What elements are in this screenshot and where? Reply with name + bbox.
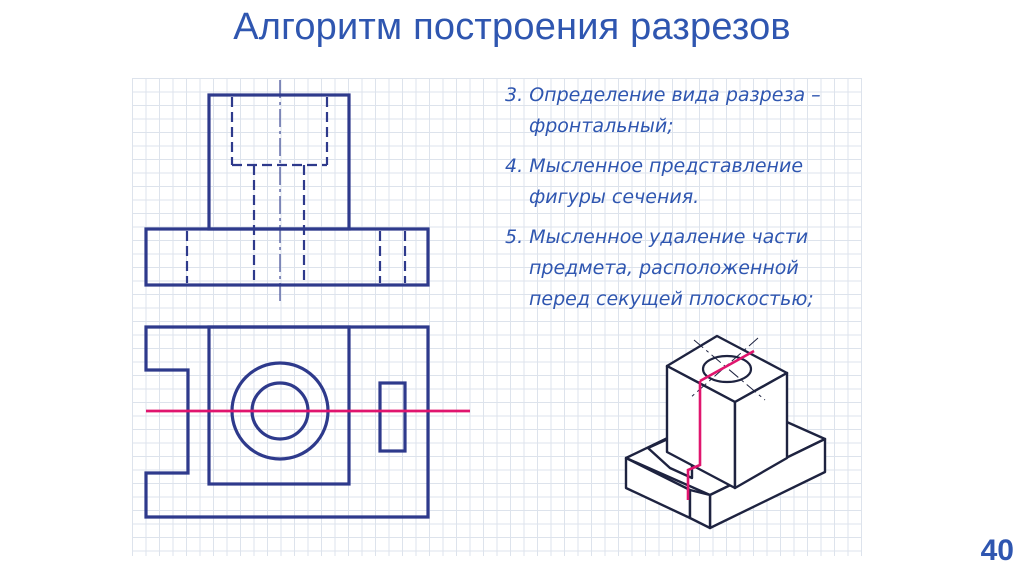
iso-axis-lines (689, 337, 766, 401)
step-text: Определение вида разреза – (529, 84, 821, 106)
top-view-upper-block (207, 325, 351, 486)
step-text: Мысленное удаление части (529, 226, 809, 248)
algorithm-steps: 3. Определение вида разреза – фронтальны… (505, 80, 865, 324)
step-number: 4. (505, 155, 524, 177)
isometric-view (624, 334, 827, 530)
step-5: 5. Мысленное удаление части предмета, ра… (505, 222, 865, 315)
slide-title: Алгоритм построения разрезов (233, 6, 791, 48)
iso-base-notch (688, 488, 712, 530)
front-view-hidden-lines (185, 97, 407, 283)
step-4: 4. Мысленное представление фигуры сечени… (505, 151, 865, 213)
step-number: 5. (505, 226, 524, 248)
step-text: Мысленное представление (529, 155, 804, 177)
front-view-base-plate (144, 227, 430, 287)
step-text-continued: фронтальный; (529, 115, 674, 137)
top-view-slot (378, 381, 407, 453)
iso-cutting-plane-vertical (686, 381, 702, 500)
iso-hole (701, 354, 753, 384)
step-3: 3. Определение вида разреза – фронтальны… (505, 80, 865, 142)
step-text-continued: предмета, расположенной (529, 257, 799, 279)
top-view-base-outline (144, 325, 430, 519)
step-text-continued: фигуры сечения. (529, 186, 700, 208)
step-number: 3. (505, 84, 524, 106)
iso-block-right-face (733, 371, 789, 490)
step-text-continued-2: перед секущей плоскостью; (529, 288, 814, 310)
page-number: 40 (980, 534, 1014, 567)
iso-cutting-plane (699, 349, 755, 383)
top-view (144, 325, 430, 519)
front-view (144, 93, 430, 287)
